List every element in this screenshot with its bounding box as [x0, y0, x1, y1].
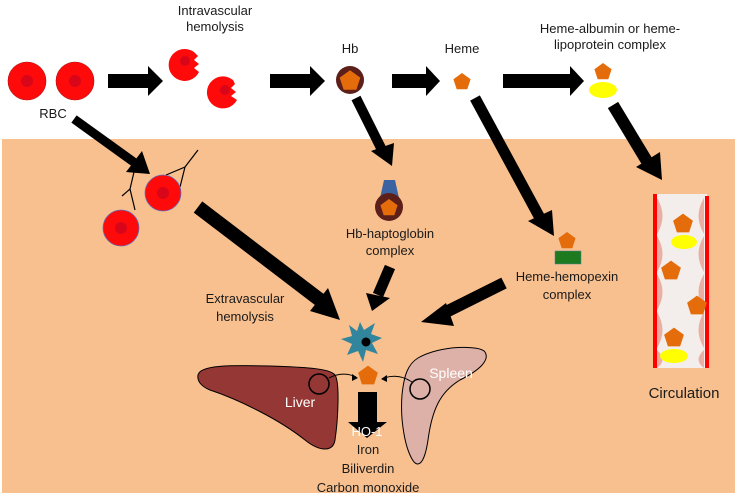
heme-icon [453, 73, 471, 90]
ho1-label: HO-1 [351, 424, 382, 439]
arrowhead [381, 375, 387, 382]
heme-label: Heme [445, 41, 480, 56]
arrow-heme-to-hemopexin [470, 95, 554, 236]
intravascular-label-line1: Intravascular [178, 3, 253, 18]
circulation-label: Circulation [649, 385, 720, 402]
macrophage-icon [341, 322, 382, 362]
arrow-extravascular-to-macrophage [193, 201, 340, 320]
arrow-hb-to-heme [392, 66, 440, 96]
opsonized-rbc [144, 174, 182, 212]
arrowhead [352, 374, 358, 381]
arrow-albumin-to-circulation [607, 101, 662, 180]
product-iron: Iron [357, 442, 379, 457]
hb-haptoglobin-label-line2: complex [366, 243, 415, 258]
antibody-icon [121, 149, 199, 211]
hb-haptoglobin-label-line1: Hb-haptoglobin [346, 226, 434, 241]
rbc-label: RBC [39, 106, 66, 121]
product-carbon-monoxide: Carbon monoxide [317, 480, 420, 495]
liver-shape [197, 365, 339, 450]
lysed-rbc [168, 48, 199, 81]
heme-albumin-label-line2: lipoprotein complex [554, 37, 667, 52]
arrow-rbc-to-opsonized [71, 115, 150, 174]
arrow-rbc-to-lysed [108, 66, 163, 96]
hb-haptoglobin-icon [375, 180, 403, 221]
hb-label: Hb [342, 41, 359, 56]
rbc-cell [7, 61, 47, 101]
product-biliverdin: Biliverdin [342, 461, 395, 476]
intravascular-label-line2: hemolysis [186, 19, 244, 34]
heme-albumin-label-line1: Heme-albumin or heme- [540, 21, 680, 36]
arrow-hemopexin-to-macrophage [421, 277, 507, 326]
lysed-rbc [206, 76, 237, 109]
arrow-haptoglobin-to-macrophage [366, 264, 396, 311]
spleen-shape [401, 346, 487, 465]
opsonized-rbc [102, 209, 140, 247]
arrow-heme-to-albumin [503, 66, 584, 96]
rbc-cell [55, 61, 95, 101]
arrow-lysed-to-hb [270, 66, 325, 96]
heme-hemopexin-label-line1: Heme-hemopexin [516, 269, 619, 284]
blood-vessel [653, 194, 709, 368]
heme-albumin-complex-icon [589, 63, 617, 98]
extravascular-label-line1: Extravascular [206, 291, 285, 306]
heme-hemopexin-label-line2: complex [543, 287, 592, 302]
hemoglobin-icon [336, 66, 364, 94]
spleen-sample-circle [409, 378, 431, 400]
liver-label: Liver [285, 394, 316, 410]
tissue-region [2, 139, 735, 493]
heme-hemopexin-icon [554, 232, 582, 265]
extravascular-label-line2: hemolysis [216, 309, 274, 324]
ho1-arrow [348, 392, 387, 438]
spleen-label: Spleen [429, 365, 473, 381]
arrow-hb-to-haptoglobin [351, 95, 394, 166]
liver-sample-circle [308, 373, 330, 395]
